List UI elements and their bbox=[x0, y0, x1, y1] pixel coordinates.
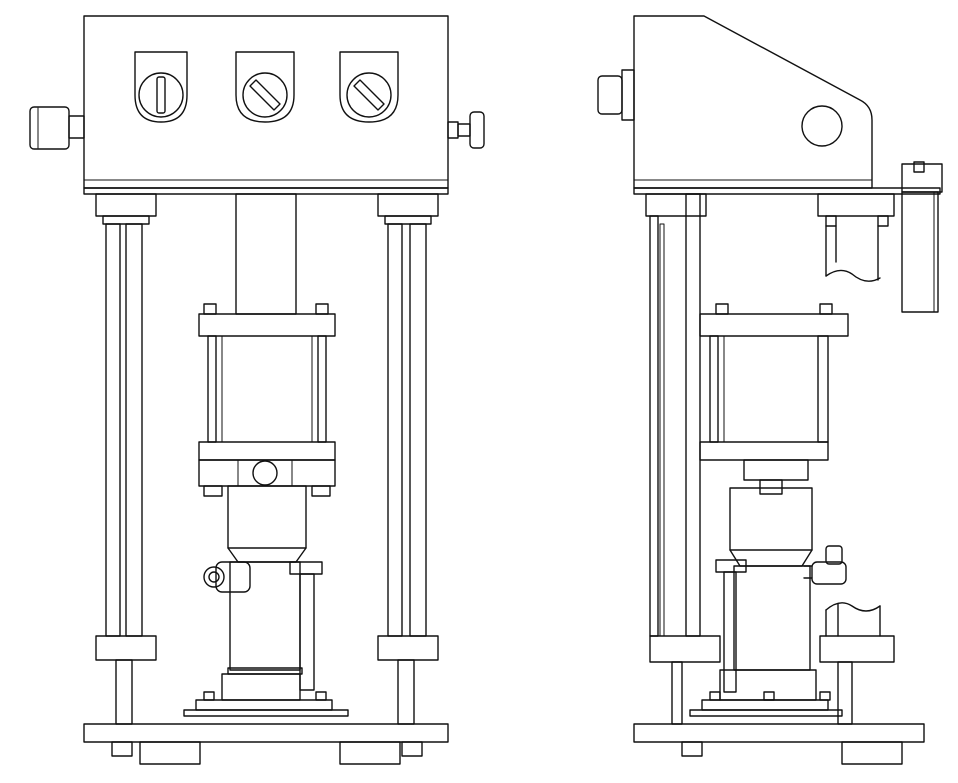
column-block-top-right bbox=[377, 193, 439, 217]
broken-pipe-lower bbox=[819, 602, 895, 725]
control-knob-1 bbox=[134, 51, 188, 123]
cylinder-assembly-side bbox=[699, 303, 849, 495]
control-box-side bbox=[633, 15, 873, 189]
column-block-side-left bbox=[645, 193, 707, 217]
control-knob-3 bbox=[339, 51, 399, 123]
base-frame-side bbox=[633, 723, 925, 765]
guide-rod bbox=[289, 561, 323, 691]
push-button-left bbox=[29, 106, 85, 150]
column-block-top-left bbox=[95, 193, 157, 217]
port-fitting bbox=[203, 561, 251, 593]
cylinder-assembly bbox=[198, 303, 336, 497]
upper-plate bbox=[83, 187, 449, 195]
pedestal bbox=[183, 673, 349, 717]
mounting-bracket bbox=[901, 161, 943, 313]
ram-upper bbox=[235, 193, 297, 315]
column-block-side-right bbox=[817, 193, 895, 217]
broken-pipe-upper bbox=[825, 225, 881, 282]
elbow-fitting bbox=[803, 545, 847, 585]
upper-plate-side bbox=[633, 187, 941, 195]
push-button-side bbox=[597, 69, 635, 121]
base-frame bbox=[83, 723, 449, 765]
column-left bbox=[95, 215, 157, 725]
column-right bbox=[377, 215, 439, 725]
valve-stem-right bbox=[447, 111, 485, 149]
front-elevation-view bbox=[29, 15, 485, 765]
column-side bbox=[649, 193, 721, 725]
pump-body bbox=[227, 485, 307, 675]
control-knob-2 bbox=[235, 51, 295, 123]
pump-body-side bbox=[715, 487, 813, 693]
pedestal-side bbox=[689, 669, 843, 717]
side-elevation-view bbox=[597, 15, 943, 765]
